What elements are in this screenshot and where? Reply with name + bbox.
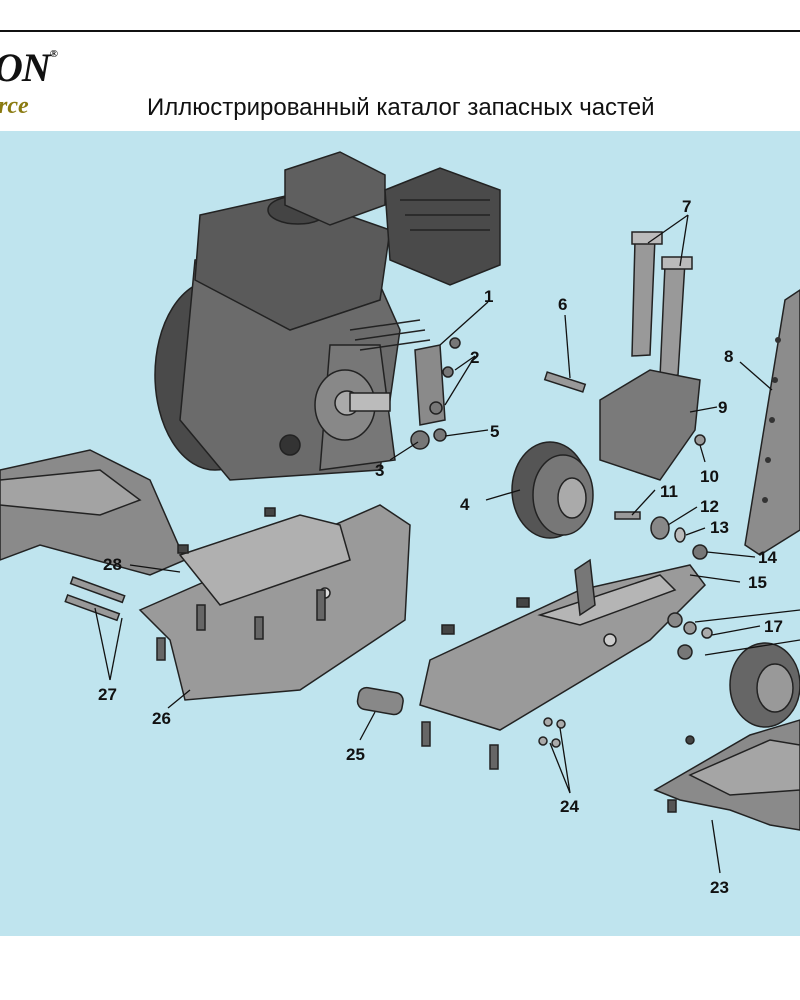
engine-fasteners — [410, 337, 461, 450]
page-title: Иллюстрированный каталог запасных частей — [147, 94, 655, 121]
callout-label-12: 12 — [700, 497, 719, 516]
callout-label-11: 11 — [660, 482, 678, 501]
frame-left-drawing — [138, 504, 411, 701]
callout-label-24: 24 — [560, 797, 579, 816]
callout-label-1: 1 — [484, 287, 493, 306]
long-bolts-drawing — [64, 576, 126, 622]
callout-label-25: 25 — [346, 745, 365, 764]
callout-label-14: 14 — [758, 548, 777, 567]
callout-label-6: 6 — [558, 295, 567, 314]
header-rule — [0, 30, 800, 32]
callout-label-8: 8 — [724, 347, 733, 366]
right-plate-drawing — [653, 719, 800, 831]
callout-label-17: 17 — [764, 617, 783, 636]
callout-label-28: 28 — [103, 555, 122, 574]
callout-labels: 1 2 3 4 5 6 7 8 9 10 11 12 13 14 15 17 2… — [98, 197, 783, 897]
pin-drawing — [543, 371, 587, 393]
rail-bar-drawing — [744, 289, 800, 556]
callout-leaders — [94, 214, 800, 874]
cotter-pins-drawing — [538, 717, 566, 748]
exploded-parts-diagram: 1 2 3 4 5 6 7 8 9 10 11 12 13 14 15 17 2… — [0, 131, 800, 936]
callout-label-10: 10 — [700, 467, 719, 486]
callout-label-15: 15 — [748, 573, 767, 592]
callout-label-5: 5 — [490, 422, 499, 441]
callout-label-13: 13 — [710, 518, 729, 537]
callout-label-26: 26 — [152, 709, 171, 728]
tension-pulley-drawing — [667, 612, 800, 728]
pulley-drawing — [511, 441, 594, 539]
brand-logo: ON® — [0, 45, 58, 90]
callout-label-7: 7 — [682, 197, 691, 216]
roller-drawing — [356, 686, 404, 716]
u-bolt-drawing — [631, 231, 693, 378]
callout-label-2: 2 — [470, 348, 479, 367]
callout-label-4: 4 — [460, 495, 470, 514]
parts-drawing: 1 2 3 4 5 6 7 8 9 10 11 12 13 14 15 17 2… — [0, 151, 800, 897]
small-hardware — [614, 434, 708, 560]
engine-drawing — [154, 151, 501, 481]
callout-label-3: 3 — [375, 461, 384, 480]
callout-label-9: 9 — [718, 398, 727, 417]
bracket-drawing — [599, 369, 701, 481]
callout-label-27: 27 — [98, 685, 117, 704]
callout-label-23: 23 — [710, 878, 729, 897]
brand-logo-tagline: rce — [0, 93, 29, 119]
frame-right-drawing — [419, 558, 706, 770]
